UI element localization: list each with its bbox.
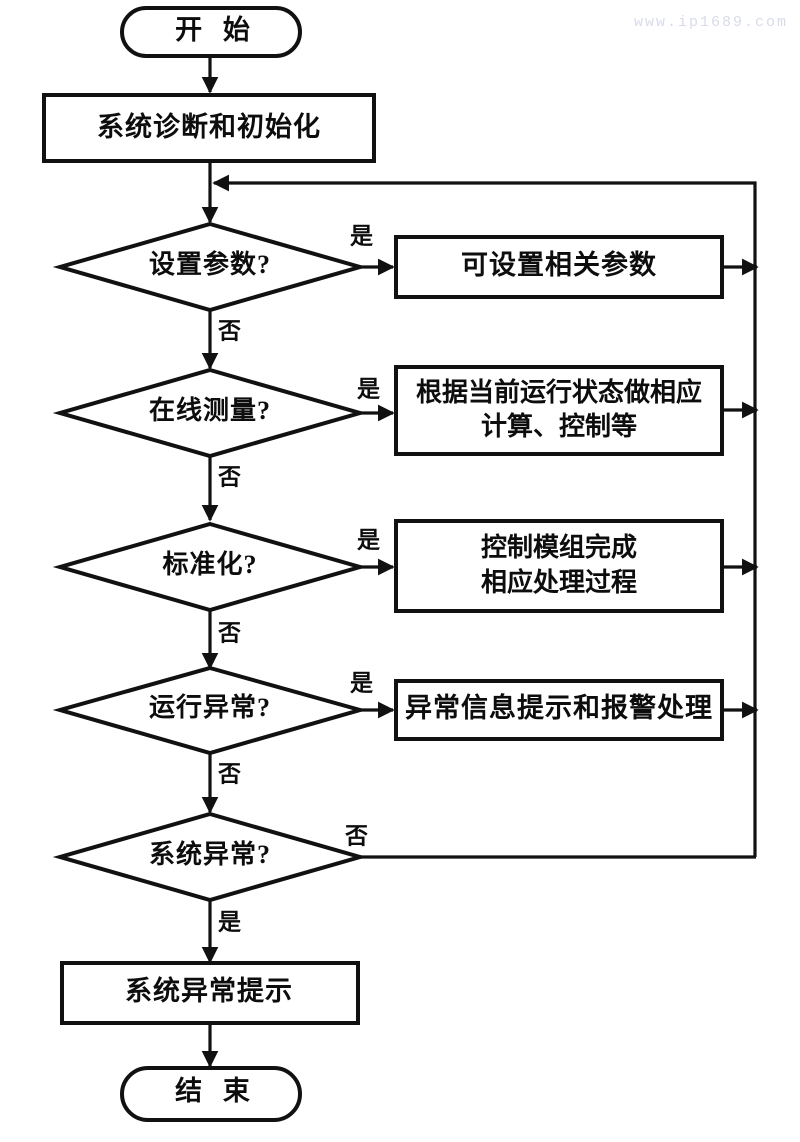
node-process2-label-line2: 计算、控制等 bbox=[481, 411, 637, 441]
node-process3-label-line1: 控制模组完成 bbox=[481, 532, 637, 562]
edge-label-decision3-no: 否 bbox=[217, 620, 241, 645]
node-decision-system-error: 系统异常? bbox=[52, 811, 368, 903]
node-process1-label: 可设置相关参数 bbox=[461, 249, 657, 280]
node-process-error-alarm: 异常信息提示和报警处理 bbox=[394, 679, 724, 741]
edge-label-decision2-no: 否 bbox=[217, 464, 241, 489]
node-decision2-label: 在线测量? bbox=[149, 396, 271, 425]
node-decision-standardize: 标准化? bbox=[52, 521, 368, 613]
node-decision4-label: 运行异常? bbox=[149, 692, 271, 722]
node-decision-runtime-error: 运行异常? bbox=[52, 665, 368, 756]
node-decision-online-measure: 在线测量? bbox=[52, 367, 368, 459]
node-decision1-label: 设置参数? bbox=[149, 249, 271, 279]
node-process3-label-line2: 相应处理过程 bbox=[481, 567, 637, 597]
edge-label-decision5-yes: 是 bbox=[218, 909, 241, 934]
node-start: 开 始 bbox=[120, 6, 302, 58]
edge-label-decision3-yes: 是 bbox=[357, 527, 380, 552]
edge-feedback-bus bbox=[212, 174, 757, 857]
node-decision5-label: 系统异常? bbox=[149, 839, 271, 869]
edge-label-decision1-yes: 是 bbox=[350, 223, 373, 248]
edge-label-decision4-no: 否 bbox=[217, 761, 241, 786]
node-process4-label: 异常信息提示和报警处理 bbox=[405, 692, 713, 723]
edge-label-decision4-yes: 是 bbox=[350, 670, 373, 695]
node-process-runtime-calc: 根据当前运行状态做相应 计算、控制等 bbox=[394, 365, 724, 456]
node-init: 系统诊断和初始化 bbox=[42, 93, 376, 163]
node-start-label: 开 始 bbox=[175, 14, 257, 45]
node-end: 结 束 bbox=[120, 1066, 302, 1122]
edge-label-decision1-no: 否 bbox=[217, 318, 241, 343]
watermark-text: www.ip1689.com bbox=[634, 14, 788, 31]
node-init-label: 系统诊断和初始化 bbox=[97, 111, 321, 142]
node-decision3-label: 标准化? bbox=[162, 550, 257, 579]
node-process2-label-line1: 根据当前运行状态做相应 bbox=[416, 377, 702, 407]
node-process5-label: 系统异常提示 bbox=[125, 975, 293, 1006]
node-decision-set-parameters: 设置参数? bbox=[52, 221, 368, 313]
node-process-control-module: 控制模组完成 相应处理过程 bbox=[394, 519, 724, 613]
edge-label-decision5-no: 否 bbox=[344, 823, 368, 848]
edge-label-decision2-yes: 是 bbox=[357, 376, 380, 401]
node-process-system-error-notice: 系统异常提示 bbox=[60, 961, 360, 1025]
node-process-set-parameters: 可设置相关参数 bbox=[394, 235, 724, 299]
node-end-label: 结 束 bbox=[175, 1076, 257, 1106]
